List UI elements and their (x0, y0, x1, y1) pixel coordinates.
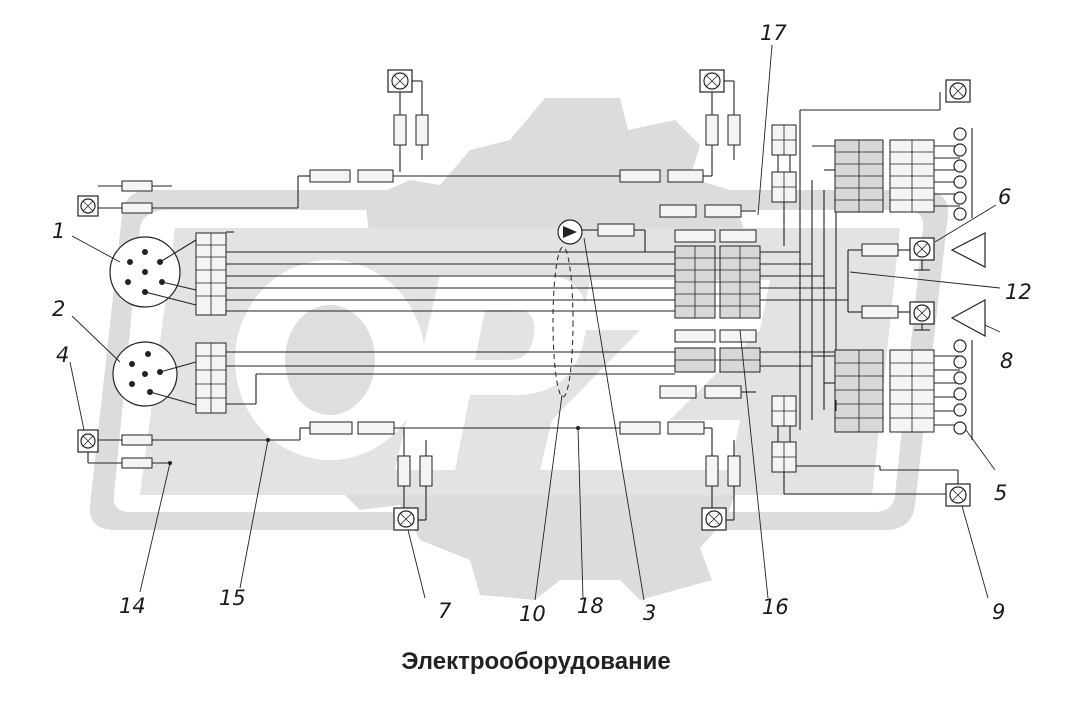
diagram-caption: Электрооборудование (401, 648, 671, 675)
callout-leaders (69, 44, 1001, 601)
callout-labels: 1 2 3 4 5 6 7 8 9 10 12 14 15 16 17 18 (52, 21, 1032, 626)
callout-4: 4 (56, 343, 69, 367)
callout-12: 12 (1005, 280, 1032, 304)
watermark-letter-p (395, 275, 587, 470)
callout-18: 18 (577, 594, 604, 618)
lamp-7 (393, 455, 433, 531)
callout-8: 8 (1000, 349, 1013, 373)
sensor-3 (557, 219, 646, 252)
lamp-4 (77, 428, 301, 469)
component-6 (861, 232, 986, 271)
callout-7: 7 (438, 599, 452, 623)
callout-2: 2 (52, 297, 65, 321)
lamp-block-upper (812, 127, 973, 221)
harness-main-upper (226, 251, 675, 312)
lamp-9 (945, 483, 971, 507)
callout-16: 16 (762, 595, 789, 619)
center-connector-block (659, 204, 761, 399)
callout-15: 15 (219, 586, 246, 610)
lamp-top-center (699, 69, 741, 160)
callout-3: 3 (643, 601, 656, 625)
harness-bottom-row (168, 421, 735, 465)
connector-17 (771, 124, 797, 246)
callout-1: 1 (52, 219, 65, 243)
bundle-10-outline (552, 246, 574, 398)
lamp-top-left (387, 69, 429, 172)
callout-14: 14 (119, 594, 146, 618)
lamp-bottom-center (701, 455, 741, 531)
connector-1-round (109, 231, 234, 316)
callout-10: 10 (519, 602, 546, 626)
connector-16-lower (771, 395, 959, 495)
harness-main-lower (226, 351, 675, 405)
component-8 (861, 298, 986, 338)
harness-top-row-left (298, 145, 713, 183)
harness-top-left (77, 176, 299, 217)
callout-5: 5 (994, 481, 1007, 505)
watermark-letters (235, 260, 770, 470)
lamp-top-right (945, 79, 971, 103)
callout-9: 9 (992, 600, 1005, 624)
watermark-letter-z (540, 280, 770, 470)
connector-2-round (112, 341, 227, 414)
lamp-block-5 (812, 339, 973, 440)
callout-6: 6 (998, 185, 1011, 209)
harness-right-trunk (760, 92, 941, 430)
callout-17: 17 (760, 21, 787, 45)
